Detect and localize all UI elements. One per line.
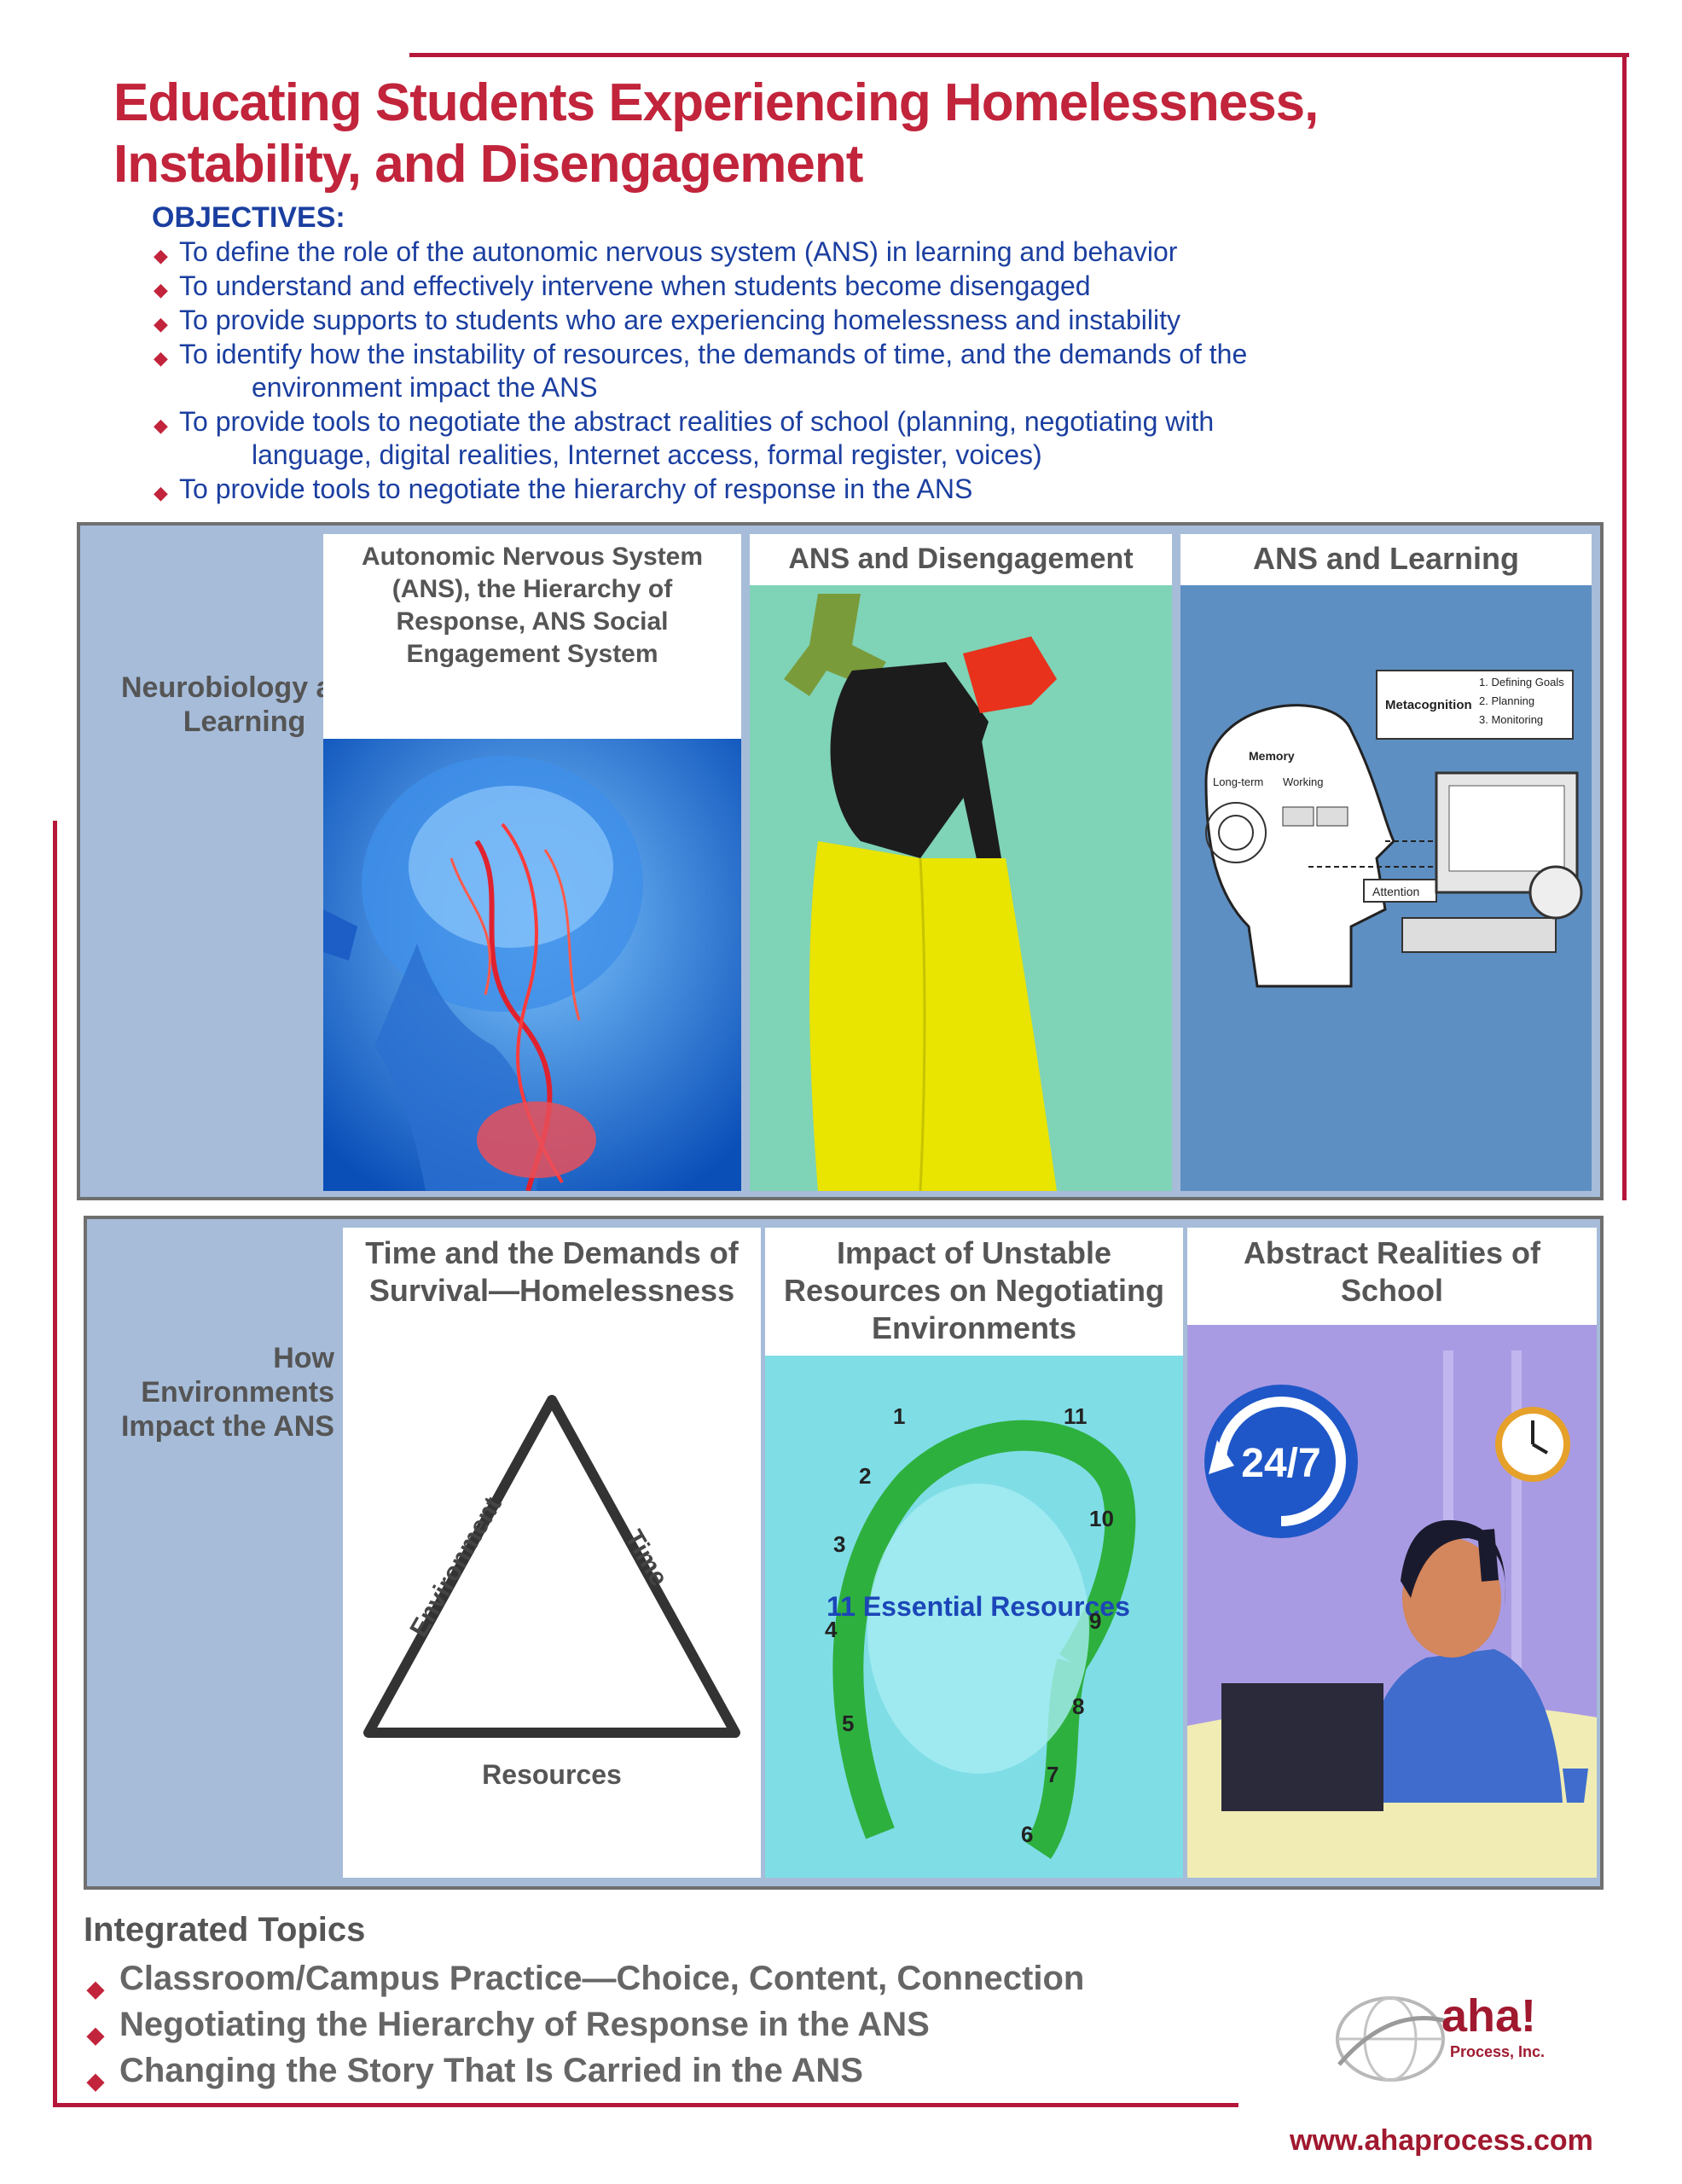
essential-resources-label: 11 Essential Resources — [826, 1591, 1130, 1622]
svg-text:5: 5 — [842, 1711, 854, 1736]
diamond-bullet-icon: ◆ — [87, 1976, 104, 2001]
diamond-bullet-icon: ◆ — [154, 279, 168, 300]
svg-text:1: 1 — [893, 1403, 905, 1429]
triangle-bottom-label: Resources — [482, 1759, 622, 1790]
row-label-environments: How Environments Impact the ANS — [120, 1342, 334, 1443]
topic-item: ◆Negotiating the Hierarchy of Response i… — [84, 2001, 1084, 2048]
objective-item: ◆To define the role of the autonomic ner… — [152, 235, 1431, 269]
objective-item: ◆To provide supports to students who are… — [152, 304, 1431, 337]
diamond-bullet-icon: ◆ — [154, 415, 168, 436]
svg-text:3. Monitoring: 3. Monitoring — [1479, 713, 1543, 726]
svg-text:8: 8 — [1072, 1693, 1084, 1719]
panel-environments: How Environments Impact the ANS Time and… — [84, 1216, 1604, 1890]
svg-text:11: 11 — [1064, 1403, 1088, 1429]
metacognition-label: Metacognition — [1385, 698, 1472, 712]
diamond-bullet-icon: ◆ — [154, 347, 168, 369]
integrated-topics-list: ◆Classroom/Campus Practice—Choice, Conte… — [84, 1955, 1084, 2094]
svg-text:2: 2 — [859, 1463, 871, 1489]
page-title: Educating Students Experiencing Homeless… — [113, 73, 1319, 194]
brain-nervous-system-image — [323, 739, 741, 1191]
card-title: ANS and Disengagement — [788, 543, 1134, 575]
objective-item: ◆To identify how the instability of reso… — [154, 339, 1248, 403]
frame-top-line — [409, 53, 1629, 57]
card-ans-hierarchy: Autonomic Nervous System (ANS), the Hier… — [323, 534, 741, 1191]
objective-item: ◆To provide tools to negotiate the abstr… — [154, 406, 1215, 470]
svg-text:Long-term: Long-term — [1213, 775, 1263, 788]
svg-text:10: 10 — [1089, 1506, 1114, 1531]
card-unstable-resources: Impact of Unstable Resources on Negotiat… — [765, 1228, 1183, 1878]
svg-text:Working: Working — [1283, 775, 1323, 788]
svg-text:4: 4 — [825, 1617, 838, 1642]
card-title: Time and the Demands of Survival—Homeles… — [365, 1235, 739, 1308]
svg-text:9: 9 — [1089, 1608, 1101, 1634]
svg-text:1. Defining Goals: 1. Defining Goals — [1479, 676, 1564, 688]
head-computer-diagram-image: Metacognition 1. Defining Goals 2. Plann… — [1180, 585, 1592, 1191]
diamond-bullet-icon: ◆ — [87, 2022, 104, 2048]
diamond-bullet-icon: ◆ — [87, 2068, 104, 2094]
website-link[interactable]: www.ahaprocess.com — [1290, 2124, 1593, 2157]
card-title: Impact of Unstable Resources on Negotiat… — [783, 1235, 1165, 1345]
card-title: Autonomic Nervous System (ANS), the Hier… — [361, 543, 704, 668]
frame-right-line — [1622, 53, 1627, 1200]
triangle-diagram-image: Environment Time Resources — [343, 1366, 761, 1878]
remote-worker-image: 24/7 — [1187, 1325, 1597, 1878]
diamond-bullet-icon: ◆ — [154, 482, 168, 503]
card-title: ANS and Learning — [1252, 541, 1520, 576]
svg-text:7: 7 — [1047, 1762, 1058, 1787]
objective-item: ◆To provide tools to negotiate the hiera… — [152, 473, 1431, 506]
diamond-bullet-icon: ◆ — [154, 245, 168, 266]
objectives-heading: OBJECTIVES: — [152, 201, 345, 234]
integrated-topics-heading: Integrated Topics — [84, 1911, 366, 1949]
svg-text:3: 3 — [833, 1531, 845, 1557]
objectives-list: ◆To define the role of the autonomic ner… — [152, 235, 1431, 507]
card-title: Abstract Realities of School — [1243, 1235, 1541, 1308]
card-time-demands: Time and the Demands of Survival—Homeles… — [343, 1228, 761, 1878]
diamond-bullet-icon: ◆ — [154, 313, 168, 334]
card-abstract-realities: Abstract Realities of School 24/7 — [1187, 1228, 1597, 1878]
aha-logo-text: aha! — [1441, 1990, 1537, 2042]
topic-item: ◆Classroom/Campus Practice—Choice, Conte… — [84, 1955, 1084, 2001]
essential-resources-image: 11 Essential Resources 1 2 3 4 5 6 7 8 9… — [765, 1356, 1183, 1878]
frame-bottom-line — [53, 2103, 1238, 2107]
topic-item: ◆Changing the Story That Is Carried in t… — [84, 2048, 1084, 2094]
attention-label: Attention — [1372, 885, 1419, 898]
clock-badge-label: 24/7 — [1241, 1441, 1320, 1486]
svg-text:6: 6 — [1021, 1821, 1033, 1847]
frame-left-line — [53, 821, 57, 2107]
objective-item: ◆To understand and effectively intervene… — [152, 270, 1431, 303]
card-ans-disengagement: ANS and Disengagement — [750, 534, 1172, 1191]
card-ans-learning: ANS and Learning Metacognition 1. Defini… — [1180, 534, 1592, 1191]
svg-text:Memory: Memory — [1249, 749, 1295, 763]
disengaged-figure-image — [750, 585, 1172, 1191]
aha-logo-subtext: Process, Inc. — [1450, 2043, 1546, 2060]
panel-neurobiology: Neurobiology and Learning Autonomic Nerv… — [77, 522, 1604, 1200]
aha-logo-icon — [1336, 1996, 1451, 2082]
svg-text:2. Planning: 2. Planning — [1479, 694, 1534, 707]
